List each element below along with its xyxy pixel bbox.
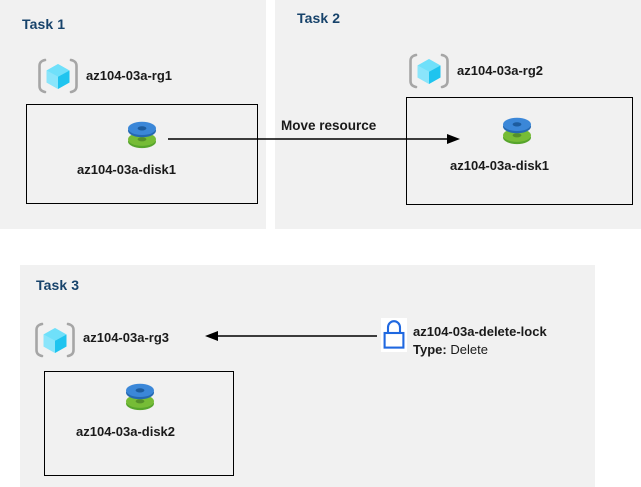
disk-label: az104-03a-disk1 [450,158,550,173]
move-resource-label: Move resource [281,118,377,133]
resource-group-icon [37,57,79,95]
task-2-panel [275,0,641,229]
lock-name-label: az104-03a-delete-lock [413,324,547,339]
task-2-title: Task 2 [297,10,341,26]
disk-label: az104-03a-disk1 [77,162,177,177]
lock-type-key: Type: [413,342,447,357]
task-3-panel [20,265,595,487]
lock-type-label: Type: Delete [413,342,488,357]
task-1-resource-box [26,104,258,204]
resource-group-label: az104-03a-rg1 [86,68,172,83]
task-2-resource-box [406,97,633,205]
lock-type-value: Delete [450,342,488,357]
delete-lock-arrow [205,331,377,341]
resource-group-icon [408,52,450,90]
task-3-resource-box [44,371,234,476]
resource-group-label: az104-03a-rg2 [457,63,543,78]
task-1-title: Task 1 [22,16,66,32]
task-3-title: Task 3 [36,277,80,293]
disk-label: az104-03a-disk2 [76,424,176,439]
managed-disk-icon [122,116,162,154]
managed-disk-icon [497,112,537,150]
resource-group-label: az104-03a-rg3 [83,330,169,345]
move-resource-arrow [168,134,460,144]
managed-disk-icon [120,378,160,416]
task-1-panel [0,0,266,229]
resource-group-icon [34,321,76,359]
lock-icon [381,318,407,352]
